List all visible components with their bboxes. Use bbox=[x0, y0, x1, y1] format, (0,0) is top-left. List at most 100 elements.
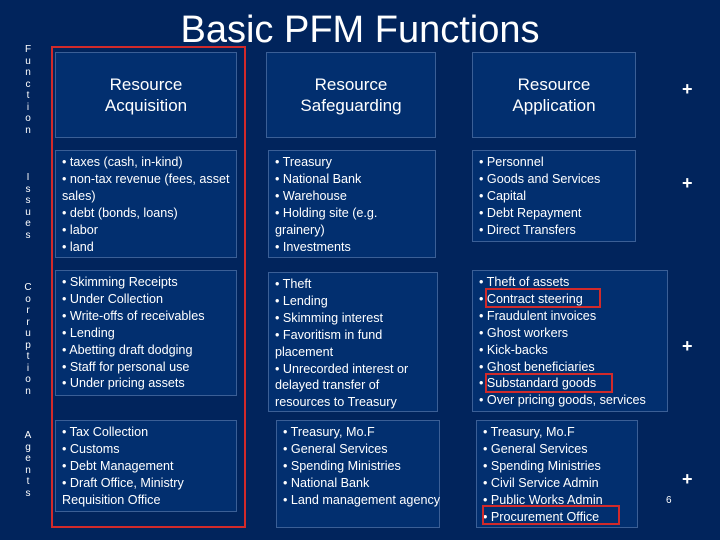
bullet-item: • Contract steering bbox=[479, 291, 583, 306]
bullet-item: • National Bank bbox=[275, 171, 362, 186]
row-label-letter: i bbox=[26, 362, 30, 374]
row-label-letter: n bbox=[25, 464, 31, 476]
row-label-letter: s bbox=[25, 229, 31, 241]
bullet-item: • Abetting draft dodging bbox=[62, 342, 193, 357]
bullet-item: • Goods and Services bbox=[479, 171, 601, 186]
row-label-letter: e bbox=[25, 218, 31, 229]
row-label-letter: r bbox=[26, 305, 30, 316]
row-label-letter: t bbox=[26, 90, 30, 101]
highlight-acquisition-column bbox=[51, 46, 246, 528]
row-label-letter: u bbox=[25, 206, 31, 218]
row-label-letter: t bbox=[26, 476, 30, 487]
row-label-letter: o bbox=[25, 293, 31, 305]
bullet-item: • Write-offs of receivables bbox=[62, 308, 205, 323]
bullet-item: • General Services bbox=[283, 441, 388, 456]
row-label-letter: i bbox=[26, 101, 30, 113]
row-label-letter: g bbox=[25, 441, 31, 453]
bullet-item: • Personnel bbox=[479, 155, 544, 169]
corruption-acquisition: • Skimming Receipts • Under Collection • W… bbox=[55, 270, 237, 396]
bullet-item: • Staff for personal use bbox=[62, 359, 190, 374]
row-label-letter: r bbox=[26, 316, 30, 328]
row-label-letter: F bbox=[24, 44, 32, 55]
bullet-item: • Unrecorded interest or delayed transfe… bbox=[275, 361, 409, 410]
bullet-item: • Spending Ministries bbox=[483, 458, 601, 473]
row-label-letter: c bbox=[25, 78, 31, 90]
bullet-item: • non-tax revenue (fees, asset sales) bbox=[62, 171, 230, 203]
issues-application: • Personnel • Goods and Services • Capital… bbox=[472, 150, 636, 242]
bullet-item: • Lending bbox=[275, 293, 328, 308]
bullet-item: • Skimming interest bbox=[275, 310, 383, 325]
bullet-item: • labor bbox=[62, 222, 98, 237]
row-label-letter: s bbox=[25, 183, 31, 195]
row-label-letter: o bbox=[25, 374, 31, 385]
bullet-item: • Skimming Receipts bbox=[62, 275, 178, 289]
plus-icon: + bbox=[682, 469, 693, 489]
bullet-item: • Debt Management bbox=[62, 458, 174, 473]
bullet-item: • taxes (cash, in-kind) bbox=[62, 155, 183, 169]
bullet-item: • Land management agency bbox=[283, 492, 441, 507]
bullet-item: • Investments bbox=[275, 239, 351, 254]
row-label-letter: u bbox=[25, 328, 31, 339]
bullet-item: • Capital bbox=[479, 188, 527, 203]
corruption-application: • Theft of assets • Contract steering • Fr… bbox=[472, 270, 668, 412]
row-label-letter: e bbox=[25, 453, 31, 464]
row-label-letter: o bbox=[25, 113, 31, 124]
header-line: Safeguarding bbox=[300, 96, 402, 115]
bullet-item: • debt (bonds, loans) bbox=[62, 205, 178, 220]
bullet-item: • Under pricing assets bbox=[62, 376, 185, 391]
bullet-item: • Civil Service Admin bbox=[483, 475, 599, 490]
highlight-procurement-office bbox=[482, 505, 620, 525]
row-label-letter: A bbox=[24, 430, 32, 441]
bullet-item: • Treasury, Mo.F bbox=[283, 425, 375, 439]
row-label-letter: u bbox=[25, 55, 31, 67]
row-label-letter: n bbox=[25, 385, 31, 397]
plus-icon: + bbox=[682, 336, 693, 356]
bullet-item: • land bbox=[62, 239, 94, 254]
bullet-item: • Procurement Office bbox=[483, 509, 600, 524]
bullet-item: • Holding site (e.g. grainery) bbox=[275, 205, 378, 237]
bullet-item: • Favoritism in fund placement bbox=[275, 327, 383, 359]
bullet-item: • Treasury bbox=[275, 155, 332, 169]
bullet-item: • Theft of assets bbox=[479, 275, 570, 289]
bullet-item: • Ghost workers bbox=[479, 325, 569, 340]
plus-icon: + bbox=[682, 173, 693, 193]
bullet-item: • Debt Repayment bbox=[479, 205, 582, 220]
row-label-letter: C bbox=[24, 282, 32, 293]
page-number: 6 bbox=[666, 495, 672, 506]
plus-icon: + bbox=[682, 79, 693, 99]
bullet-item: • Fraudulent invoices bbox=[479, 308, 597, 323]
issues-safeguarding: • Treasury• National Bank• Warehouse• Ho… bbox=[268, 150, 436, 258]
slide-title: Basic PFM Functions bbox=[180, 9, 540, 51]
header-line: Resource bbox=[314, 75, 388, 94]
header-line: Resource bbox=[517, 75, 591, 94]
corruption-safeguarding: • Theft• Lending• Skimming interest• Fav… bbox=[268, 272, 438, 412]
row-label-letter: p bbox=[25, 339, 31, 351]
header-line: Application bbox=[512, 96, 596, 115]
highlight-contract-steering bbox=[485, 288, 601, 308]
bullet-item: • General Services bbox=[483, 441, 588, 456]
bullet-item: • Lending bbox=[62, 325, 115, 340]
bullet-item: • Draft Office, Ministry Requisition Off… bbox=[62, 475, 184, 507]
agents-application: • Treasury, Mo.F• General Services• Spen… bbox=[476, 420, 638, 528]
bullet-item: • Public Works Admin bbox=[483, 492, 603, 507]
row-label-letter: n bbox=[25, 124, 31, 136]
bullet-item: • Customs bbox=[62, 441, 120, 456]
row-label-letter: t bbox=[26, 351, 30, 362]
bullet-item: • Substandard goods bbox=[479, 376, 597, 391]
agents-acquisition: • Tax Collection • Customs • Debt Manageme… bbox=[55, 420, 237, 512]
bullet-item: • Over pricing goods, services bbox=[479, 393, 646, 408]
bullet-item: • Under Collection bbox=[62, 291, 164, 306]
row-label-letter: I bbox=[26, 172, 30, 183]
bullet-item: • National Bank bbox=[283, 475, 370, 490]
bullet-item: • Ghost beneficiaries bbox=[479, 359, 595, 374]
bullet-item: • Spending Ministries bbox=[283, 458, 401, 473]
bullet-item: • Direct Transfers bbox=[479, 222, 576, 237]
bullet-item: • Tax Collection bbox=[62, 425, 149, 439]
